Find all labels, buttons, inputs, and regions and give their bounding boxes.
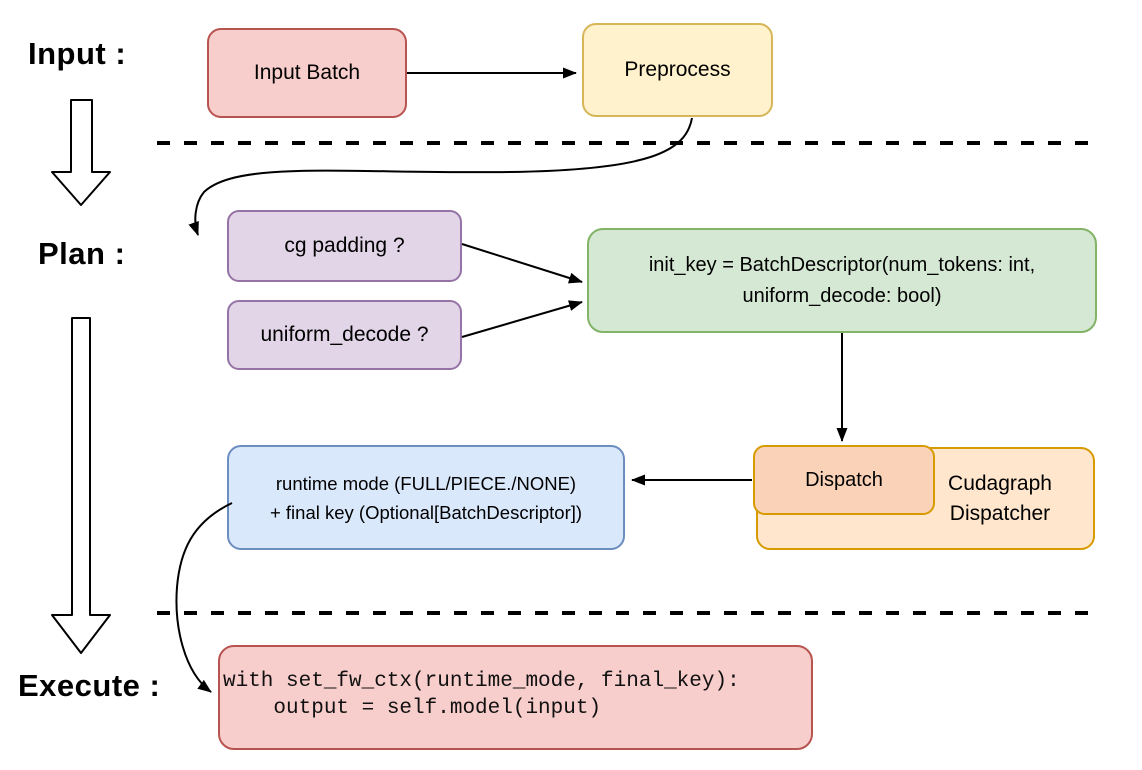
- node-execute-code-line1: with set_fw_ctx(runtime_mode, final_key)…: [223, 670, 740, 693]
- node-input-batch-label: Input Batch: [253, 60, 361, 84]
- node-init-key: init_key = BatchDescriptor(num_tokens: i…: [587, 228, 1097, 333]
- arrow-cg-padding-to-init-key: [461, 243, 583, 284]
- hollow-arrow-plan-to-execute: [51, 317, 111, 654]
- phase-label-input: Input :: [28, 36, 127, 71]
- node-runtime-mode-line2: + final key (Optional[BatchDescriptor]): [269, 501, 583, 523]
- node-uniform-decode: uniform_decode ?: [227, 300, 462, 370]
- node-cg-padding-label: cg padding ?: [284, 233, 405, 257]
- node-input-batch: Input Batch: [207, 28, 407, 118]
- node-cg-padding: cg padding ?: [227, 210, 462, 282]
- node-uniform-decode-label: uniform_decode ?: [260, 322, 429, 346]
- node-preprocess: Preprocess: [582, 23, 773, 117]
- node-init-key-line1: init_key = BatchDescriptor(num_tokens: i…: [648, 253, 1036, 276]
- node-dispatch: Dispatch: [753, 445, 935, 515]
- node-cudagraph-dispatcher-label: Cudagraph Dispatcher: [948, 471, 1052, 525]
- phase-label-plan: Plan :: [38, 236, 126, 271]
- node-dispatch-label: Dispatch: [805, 468, 883, 491]
- node-preprocess-label: Preprocess: [624, 57, 731, 81]
- node-execute-code: with set_fw_ctx(runtime_mode, final_key)…: [218, 645, 813, 750]
- hollow-arrow-input-to-plan: [51, 99, 111, 206]
- arrow-uniform-decode-to-init-key: [461, 300, 583, 338]
- node-runtime-mode: runtime mode (FULL/PIECE./NONE) + final …: [227, 445, 625, 550]
- node-execute-code-line2: output = self.model(input): [223, 697, 602, 720]
- node-init-key-line2: uniform_decode: bool): [742, 284, 942, 307]
- node-runtime-mode-line1: runtime mode (FULL/PIECE./NONE): [275, 472, 577, 494]
- phase-label-execute: Execute :: [18, 668, 161, 703]
